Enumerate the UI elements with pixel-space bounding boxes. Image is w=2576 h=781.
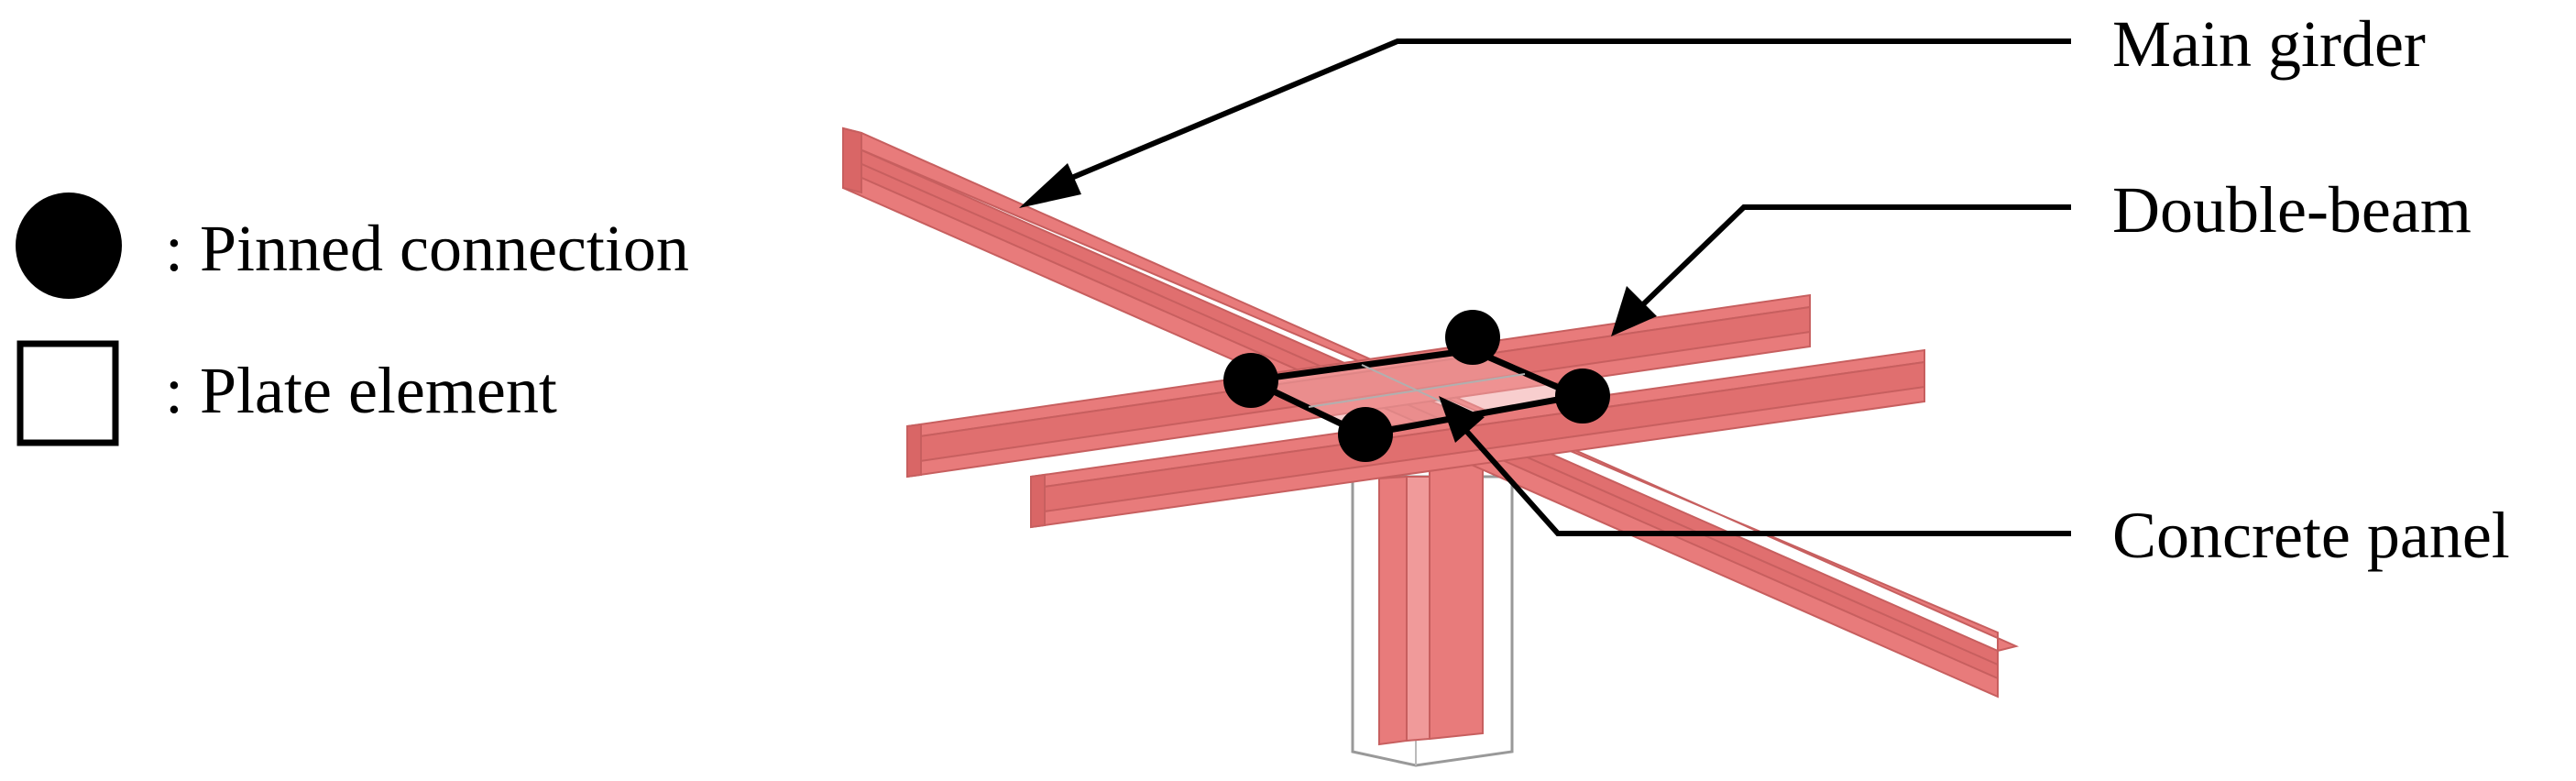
leader-line	[1057, 38, 2071, 186]
pinned-connection-legend-icon	[16, 192, 122, 299]
leader-line	[1638, 204, 2071, 310]
concrete-panel-label: Concrete panel	[2112, 499, 2510, 572]
pinned-connection-node	[1223, 353, 1278, 408]
panel-grid-line	[1308, 373, 1526, 408]
legend-plate-element-label: : Plate element	[165, 354, 557, 427]
legend: : Pinned connection : Plate element	[16, 192, 689, 446]
column-flange-left	[1378, 475, 1408, 746]
main-girder-end-left	[842, 126, 862, 194]
pinned-connections	[1223, 310, 1610, 462]
arrow-head-icon	[1611, 286, 1657, 336]
double-beam-front-end	[1030, 473, 1046, 529]
double-beam-label: Double-beam	[2112, 173, 2472, 247]
arrow-head-icon	[1439, 396, 1485, 443]
double-beam-back-end	[906, 423, 922, 478]
pinned-connection-node	[1338, 407, 1393, 462]
leader-line	[1463, 429, 2071, 536]
pinned-connection-node	[1445, 310, 1500, 365]
column-flange-right	[1429, 455, 1484, 741]
leader-main-girder	[1019, 38, 2071, 208]
plate-element-legend-icon	[16, 340, 119, 446]
legend-pinned-connection-label: : Pinned connection	[165, 212, 689, 285]
pinned-connection-node	[1555, 368, 1610, 424]
leader-concrete-panel	[1439, 396, 2071, 536]
column	[1351, 455, 1514, 767]
main-girder-label: Main girder	[2112, 7, 2426, 81]
leader-double-beam	[1611, 204, 2071, 336]
plate-element-column-outline	[1351, 475, 1514, 767]
arrow-head-icon	[1019, 163, 1081, 208]
column-web	[1406, 476, 1431, 742]
